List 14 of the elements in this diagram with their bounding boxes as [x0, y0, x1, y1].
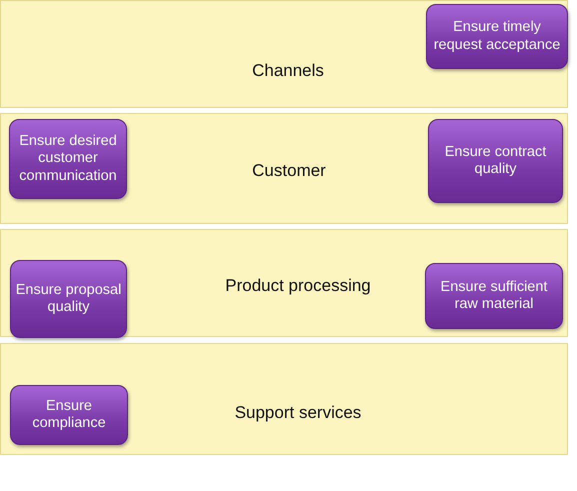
swimlane-band [0, 0, 568, 108]
goal-box: Ensure proposal quality [10, 260, 127, 338]
lane-title: Support services [234, 403, 362, 423]
lane-title: Customer [252, 161, 326, 181]
goal-box: Ensure sufficient raw material [425, 263, 563, 329]
lane-title: Channels [252, 61, 324, 81]
goal-box: Ensure timely request acceptance [426, 4, 568, 69]
lane-title: Product processing [225, 276, 371, 296]
swimlane-band [0, 229, 568, 337]
goal-box: Ensure compliance [10, 385, 128, 445]
swimlane-band [0, 113, 568, 224]
swimlane-band [0, 343, 568, 455]
goal-box: Ensure desired customer communication [9, 119, 127, 199]
goal-box: Ensure contract quality [428, 119, 563, 203]
